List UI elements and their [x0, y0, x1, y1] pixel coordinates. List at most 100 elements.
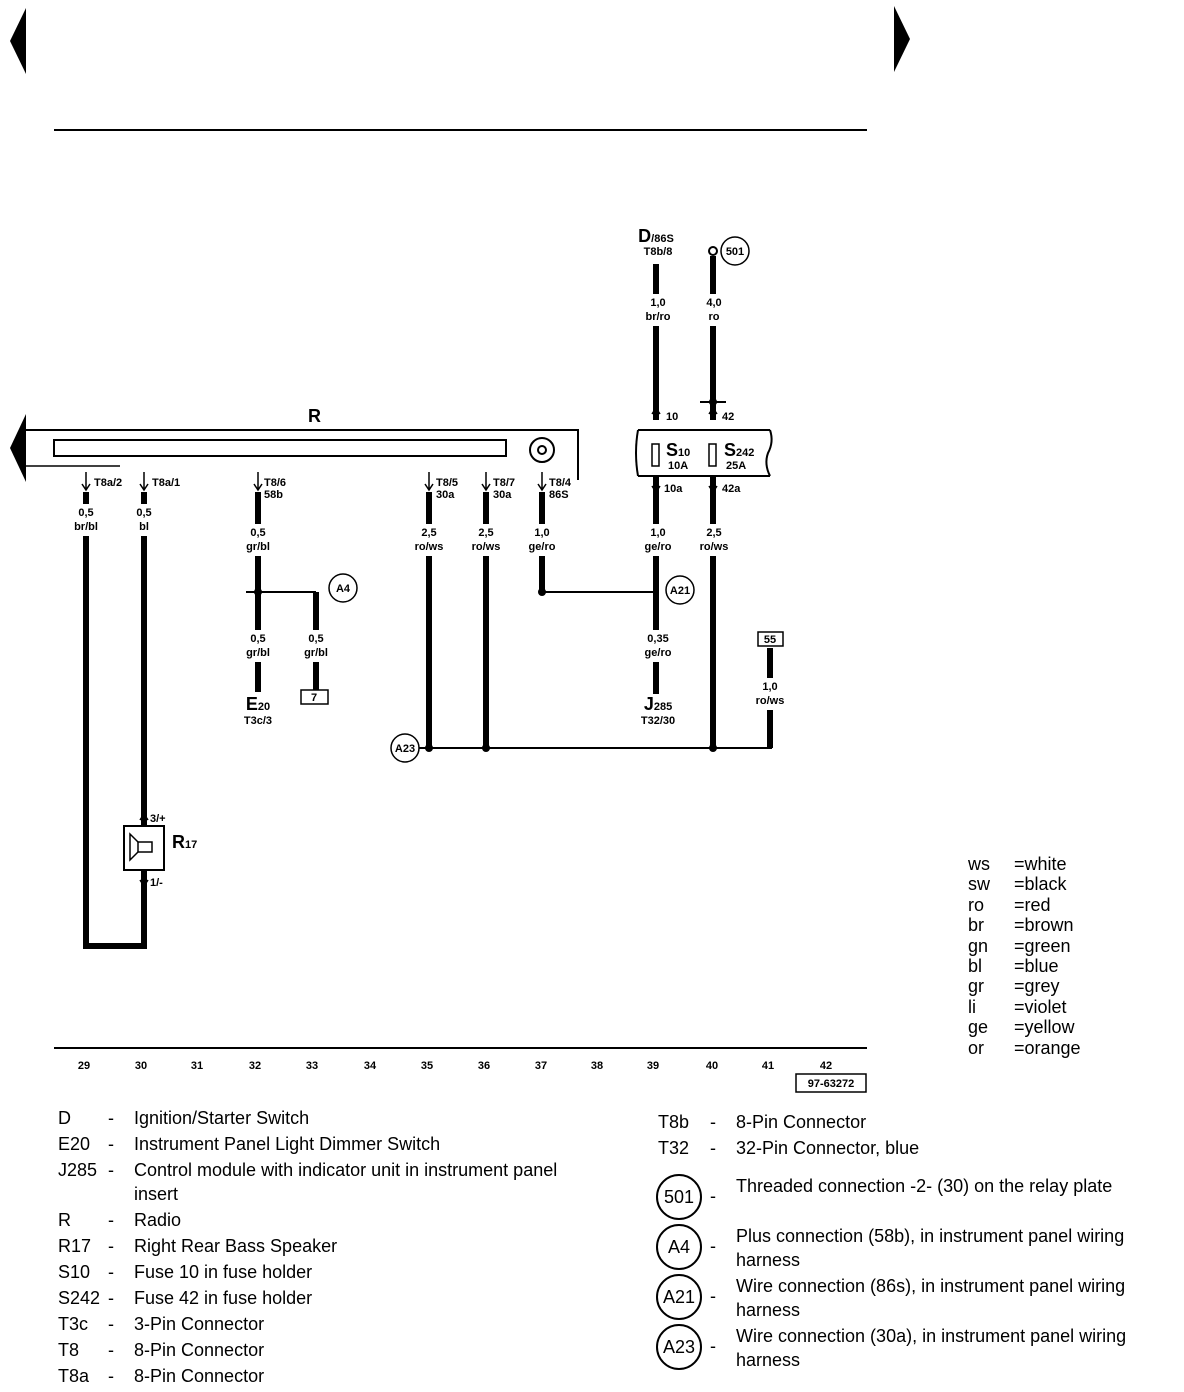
wire-size: 2,5	[421, 527, 436, 539]
s242-out-pin: 42a	[722, 483, 741, 495]
wire-size: 0,5	[250, 633, 265, 645]
legend-eq: =	[1014, 935, 1025, 956]
wire-color: ro	[709, 311, 720, 323]
pin-label: T8/4	[549, 477, 572, 489]
d-label: D	[638, 226, 651, 246]
e20-pin: T3c/3	[244, 715, 272, 727]
dash: -	[710, 1286, 716, 1306]
radio-component: R	[26, 406, 579, 480]
box-7	[300, 689, 329, 705]
connection-desc: Threaded connection -2- (30) on the rela…	[736, 1176, 1113, 1196]
svg-text:3/+: 3/+	[150, 813, 166, 825]
legend-eq: =	[1014, 1037, 1025, 1058]
j285-pin: T32/30	[641, 715, 675, 727]
component-code: R	[58, 1210, 71, 1230]
dash: -	[108, 1236, 114, 1256]
component-desc: 32-Pin Connector, blue	[736, 1138, 920, 1158]
circle-a23-label: A23	[395, 743, 415, 755]
track-number: 39	[647, 1060, 659, 1072]
legend-name: grey	[1024, 976, 1060, 997]
s242-amp: 25A	[726, 460, 746, 472]
track-number: 42	[820, 1060, 832, 1072]
legend-code: gr	[968, 976, 985, 997]
next-page-arrow-icon[interactable]	[894, 6, 910, 72]
component-desc: 8-Pin Connector	[134, 1340, 265, 1360]
junction-dots	[254, 398, 717, 752]
pin-label: T8/6	[264, 477, 286, 489]
wire-size: 0,35	[647, 633, 668, 645]
legend-name: brown	[1024, 915, 1074, 936]
s10-amp: 10A	[668, 460, 688, 472]
dash: -	[108, 1366, 114, 1386]
s10-out-pin: 10a	[664, 483, 683, 495]
track-number: 34	[364, 1060, 377, 1072]
component-desc: 8-Pin Connector	[736, 1112, 867, 1132]
connection-circle: 501	[656, 1174, 702, 1220]
s10-label: S10	[666, 440, 690, 460]
ref-code-box	[795, 1073, 867, 1093]
connection-desc: Plus connection (58b), in instrument pan…	[736, 1226, 1125, 1270]
fuse-s10-icon	[651, 443, 660, 467]
legend-eq: =	[1014, 854, 1025, 874]
track-number: 30	[135, 1060, 147, 1072]
legend-code: gn	[968, 935, 989, 956]
track-number: 35	[421, 1060, 433, 1072]
wire-color: ro/ws	[415, 541, 444, 553]
dash: -	[710, 1112, 716, 1132]
ref-code: 97-63272	[808, 1078, 855, 1090]
wire-color: gr/bl	[304, 647, 328, 659]
d-sub: /86S	[651, 233, 674, 245]
legend-name: blue	[1024, 956, 1059, 976]
component-desc: Control module with indicator unit in in…	[134, 1160, 558, 1204]
component-code: T32	[658, 1138, 690, 1158]
wire-size: 0,5	[136, 507, 151, 519]
track-number: 33	[306, 1060, 318, 1072]
box-55	[757, 631, 784, 647]
legend-name: violet	[1024, 996, 1067, 1017]
terminal-501-icon	[708, 246, 718, 256]
d-pin: T8b/8	[644, 246, 673, 258]
dash: -	[108, 1288, 114, 1308]
wire-size: 2,5	[706, 527, 721, 539]
wire-size: 4,0	[706, 297, 721, 309]
legend-name: red	[1024, 894, 1051, 915]
legend-eq: =	[1014, 874, 1025, 895]
component-code: T8a	[58, 1366, 90, 1386]
wire-size: 0,5	[250, 527, 265, 539]
dash: -	[710, 1236, 716, 1256]
connection-entry: A4-Plus connection (58b), in instrument …	[656, 1224, 1166, 1274]
dash: -	[108, 1262, 114, 1282]
pin-label: T8/7	[493, 477, 515, 489]
component-code: T8	[58, 1340, 80, 1360]
legend-code: sw	[968, 874, 990, 895]
dash: -	[108, 1134, 114, 1154]
legend-name: white	[1024, 854, 1067, 874]
legend-entry: ge= yellow	[968, 1017, 1075, 1037]
radio-label: R	[308, 406, 321, 426]
track-number: 37	[535, 1060, 547, 1072]
wire-labels: 0,5 br/bl 0,5 bl 0,5 gr/bl 2,5 ro/ws 2,5…	[74, 297, 784, 707]
wire-color: ro/ws	[700, 541, 729, 553]
component-code: T8b	[658, 1112, 690, 1132]
component-desc: Right Rear Bass Speaker	[134, 1236, 338, 1256]
wire-color: br/ro	[645, 311, 670, 323]
component-desc: Fuse 10 in fuse holder	[134, 1262, 313, 1282]
legend-entry: br= brown	[968, 915, 1074, 935]
connection-circle: A4	[656, 1224, 702, 1270]
dash: -	[108, 1108, 114, 1128]
wire-color: ge/ro	[645, 647, 672, 659]
continue-left-arrow-icon[interactable]	[10, 414, 26, 482]
component-code: S10	[58, 1262, 91, 1282]
dash: -	[710, 1336, 716, 1356]
component-desc: 3-Pin Connector	[134, 1314, 265, 1334]
component-code: T3c	[58, 1314, 89, 1334]
circle-a23	[390, 733, 420, 763]
wire-size: 2,5	[478, 527, 493, 539]
pin-arrows	[81, 406, 718, 888]
component-desc: Ignition/Starter Switch	[134, 1108, 310, 1128]
circle-a4-label: A4	[336, 583, 351, 595]
prev-page-arrow-icon[interactable]	[10, 8, 26, 74]
fuse-s242-icon	[708, 443, 717, 467]
connection-entry: 501-Threaded connection -2- (30) on the …	[656, 1174, 1166, 1224]
